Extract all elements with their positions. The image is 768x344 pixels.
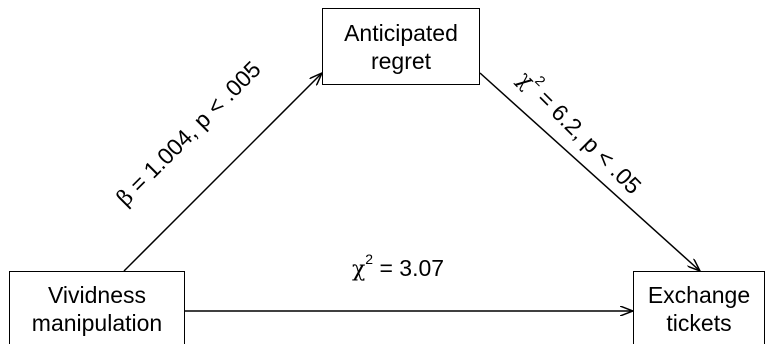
- node-vividness-manipulation: Vividness manipulation: [9, 271, 185, 344]
- node-exchange-line1: Exchange: [647, 282, 751, 308]
- superscript-two: 2: [365, 251, 374, 268]
- edge-label-vividness-to-exchange: χ2 = 3.07: [352, 249, 444, 283]
- node-exchange-tickets: Exchange tickets: [633, 271, 765, 344]
- node-anticipated-regret-line1: Anticipated: [344, 19, 458, 46]
- node-anticipated-regret: Anticipated regret: [322, 8, 480, 85]
- chi-symbol: χ: [351, 256, 366, 282]
- arrow-vividness-to-regret: [123, 73, 322, 272]
- node-vividness-line2: manipulation: [31, 310, 163, 336]
- node-anticipated-regret-line2: regret: [370, 47, 432, 74]
- node-vividness-line1: Vividness: [47, 282, 147, 308]
- edge-label-vividness-to-exchange-text: = 3.07: [373, 254, 445, 281]
- node-exchange-line2: tickets: [666, 310, 732, 336]
- arrow-regret-to-exchange: [479, 72, 700, 271]
